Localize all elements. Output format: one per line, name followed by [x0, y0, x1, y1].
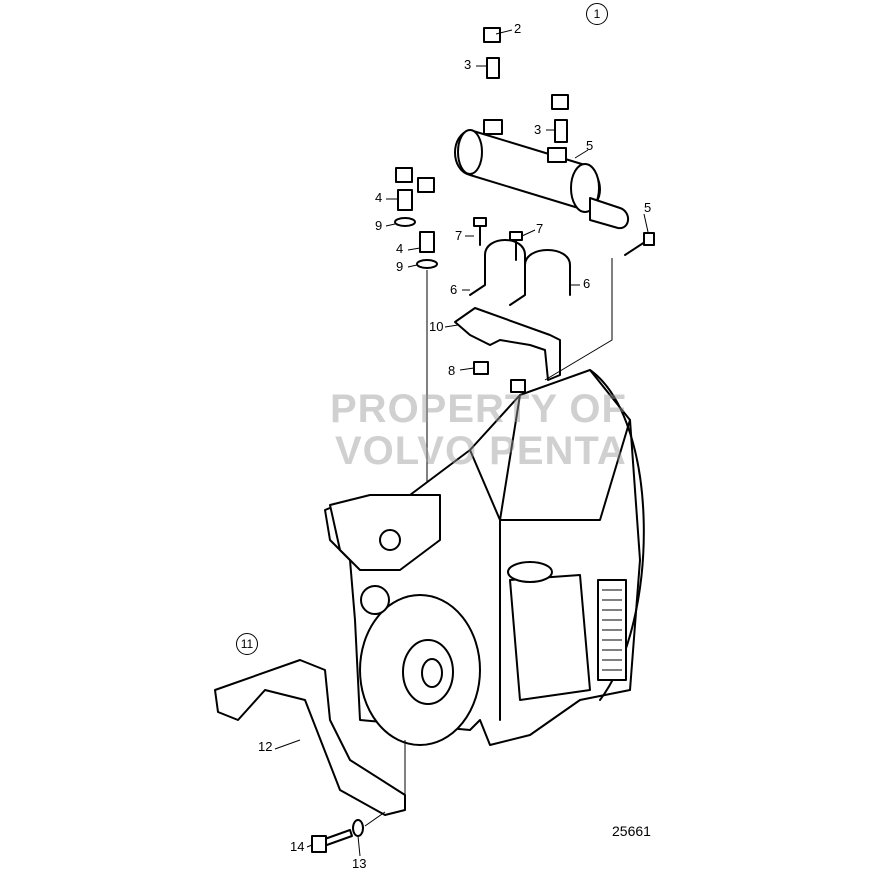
callout-13: 13 — [352, 856, 367, 871]
callout-12: 12 — [258, 739, 273, 754]
watermark-line-2: VOLVO PENTA — [335, 429, 627, 473]
callout-4: 4 — [396, 241, 404, 256]
nipple-4 — [419, 231, 435, 253]
group-callout-11: 11 — [236, 633, 258, 655]
callout-6: 6 — [583, 276, 591, 291]
callout-5: 5 — [644, 200, 652, 215]
drawing-number: 25661 — [612, 823, 651, 839]
washer-9 — [394, 217, 416, 227]
washer-9 — [416, 259, 438, 269]
adapter-3 — [486, 57, 500, 79]
hose-nut — [483, 27, 501, 43]
callout-5: 5 — [586, 138, 594, 153]
callout-8: 8 — [448, 363, 456, 378]
callout-3: 3 — [534, 122, 542, 137]
callout-7: 7 — [455, 228, 463, 243]
watermark-line-1: PROPERTY OF — [330, 387, 627, 431]
callout-3: 3 — [464, 57, 472, 72]
bracket-10 — [454, 307, 561, 381]
clamp-6 — [509, 249, 571, 306]
callout-9: 9 — [396, 259, 404, 274]
callout-9: 9 — [375, 218, 383, 233]
hose-nut — [417, 177, 435, 193]
adapter-3 — [554, 119, 568, 143]
bracket-12 — [214, 659, 406, 816]
callout-2: 2 — [514, 21, 522, 36]
nipple-4 — [397, 189, 413, 211]
group-callout-1: 1 — [586, 3, 608, 25]
callout-7: 7 — [536, 221, 544, 236]
hose-nut — [551, 94, 569, 110]
callout-6: 6 — [450, 282, 458, 297]
clamp-6 — [469, 239, 526, 296]
hose-nut — [395, 167, 413, 183]
callout-10: 10 — [429, 319, 444, 334]
callout-4: 4 — [375, 190, 383, 205]
callout-14: 14 — [290, 839, 305, 854]
